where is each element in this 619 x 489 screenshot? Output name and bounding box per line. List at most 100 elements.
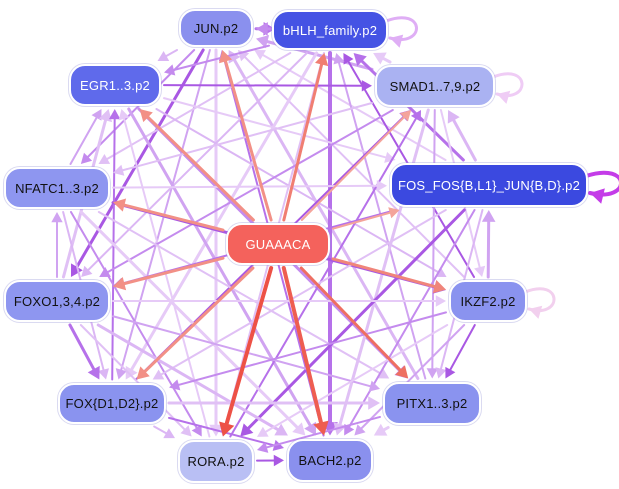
node-smad[interactable]: SMAD1..7,9.p2 <box>375 65 495 107</box>
edge <box>79 210 303 433</box>
edge <box>230 53 420 380</box>
node-bach[interactable]: BACH2.p2 <box>287 438 373 482</box>
edge-arrowhead <box>257 441 269 453</box>
edge-arrowhead <box>390 34 404 48</box>
edge-arrowhead <box>445 366 456 379</box>
edge <box>282 57 325 222</box>
edge-arrowhead <box>529 305 543 319</box>
edge-arrowhead <box>98 153 111 164</box>
edge-arrowhead <box>180 425 192 437</box>
edge-arrowhead <box>333 53 345 65</box>
node-label: NFATC1..3.p2 <box>15 180 99 196</box>
edge <box>68 323 98 376</box>
edge-arrowhead <box>373 52 387 65</box>
node-label: RORA.p2 <box>187 453 245 469</box>
node-bhlh[interactable]: bHLH_family.p2 <box>272 10 388 50</box>
edge-arrowhead <box>136 366 150 380</box>
edge-arrowhead <box>590 188 605 204</box>
node-fos[interactable]: FOS_FOS{B,L1}_JUN{B,D}.p2 <box>390 163 588 207</box>
edge-arrowhead <box>426 368 439 379</box>
edge-arrowhead <box>410 110 421 122</box>
edge-arrowhead <box>113 277 127 291</box>
edge-arrowhead <box>157 51 170 61</box>
edge-arrowhead <box>399 110 412 122</box>
edge-arrowhead <box>474 265 486 277</box>
edge-arrowhead <box>257 426 269 437</box>
edge <box>168 44 270 72</box>
edge <box>229 114 419 438</box>
edge <box>173 311 447 387</box>
edge-arrowhead <box>497 90 511 104</box>
edge-arrowhead <box>115 368 127 380</box>
node-label: JUN.p2 <box>193 20 239 36</box>
edge-arrowhead <box>169 379 181 391</box>
edge-arrowhead <box>51 212 63 223</box>
edge-arrowhead <box>435 295 446 307</box>
node-jun[interactable]: JUN.p2 <box>179 9 253 47</box>
edge <box>156 209 447 378</box>
node-nfatc[interactable]: NFATC1..3.p2 <box>4 167 110 209</box>
edge-arrowhead <box>354 424 366 436</box>
node-foxd[interactable]: FOX{D1,D2}.p2 <box>58 382 166 424</box>
node-label: EGR1..3.p2 <box>80 77 150 93</box>
edge <box>103 109 394 276</box>
edge-arrowhead <box>376 180 387 192</box>
edge-arrowhead <box>191 424 202 437</box>
node-label: BACH2.p2 <box>298 452 362 468</box>
edge <box>447 324 476 375</box>
edge-arrowhead <box>163 428 175 439</box>
node-label: FOS_FOS{B,L1}_JUN{B,D}.p2 <box>397 177 581 193</box>
edge-arrowhead <box>97 368 109 380</box>
edge-arrowhead <box>361 80 372 92</box>
node-label: FOX{D1,D2}.p2 <box>65 395 159 411</box>
node-rora[interactable]: RORA.p2 <box>178 439 254 483</box>
edge-arrowhead <box>353 53 367 67</box>
edge <box>336 57 427 380</box>
edge <box>486 214 491 279</box>
node-guaaaca[interactable]: GUAAACA <box>226 223 330 265</box>
edge <box>117 202 225 232</box>
node-egr[interactable]: EGR1..3.p2 <box>69 64 161 106</box>
node-label: FOXO1,3,4.p2 <box>13 293 101 309</box>
edge <box>357 324 466 433</box>
edge <box>258 51 447 161</box>
edge-arrowhead <box>368 396 380 410</box>
edge <box>281 266 325 432</box>
edge-arrowhead <box>313 420 329 436</box>
edge <box>142 111 255 222</box>
edge-arrowhead <box>304 421 316 436</box>
edge-arrowhead <box>373 423 388 436</box>
edge-arrowhead <box>315 53 329 67</box>
edge <box>261 324 449 435</box>
edge-arrowhead <box>219 50 233 64</box>
node-pitx[interactable]: PITX1..3.p2 <box>383 381 481 425</box>
edge-arrowhead <box>274 423 288 436</box>
edge <box>119 49 211 375</box>
edge <box>222 266 274 433</box>
edge <box>299 266 406 376</box>
edge <box>163 84 368 87</box>
edge-arrowhead <box>152 369 165 380</box>
node-label: SMAD1..7,9.p2 <box>389 78 481 94</box>
edge-arrowhead <box>139 109 153 123</box>
edge-arrowhead <box>81 265 93 277</box>
node-label: PITX1..3.p2 <box>396 395 468 411</box>
edge-arrowhead <box>108 109 121 120</box>
edge-arrowhead <box>118 109 130 121</box>
edge-arrowhead <box>447 110 460 124</box>
edge-arrowhead <box>377 368 390 379</box>
edge <box>127 107 315 432</box>
edge-arrowhead <box>125 365 138 380</box>
edge <box>117 256 225 287</box>
edge-arrowhead <box>395 365 409 379</box>
edge <box>112 315 376 389</box>
edge <box>72 48 205 274</box>
node-foxo[interactable]: FOXO1,3,4.p2 <box>4 280 110 322</box>
node-ikzf[interactable]: IKZF2.p2 <box>449 280 527 322</box>
edge <box>155 108 443 275</box>
edge <box>69 113 100 165</box>
edge <box>79 324 189 434</box>
edge-arrowhead <box>343 53 354 65</box>
edge-arrowhead <box>98 109 113 123</box>
